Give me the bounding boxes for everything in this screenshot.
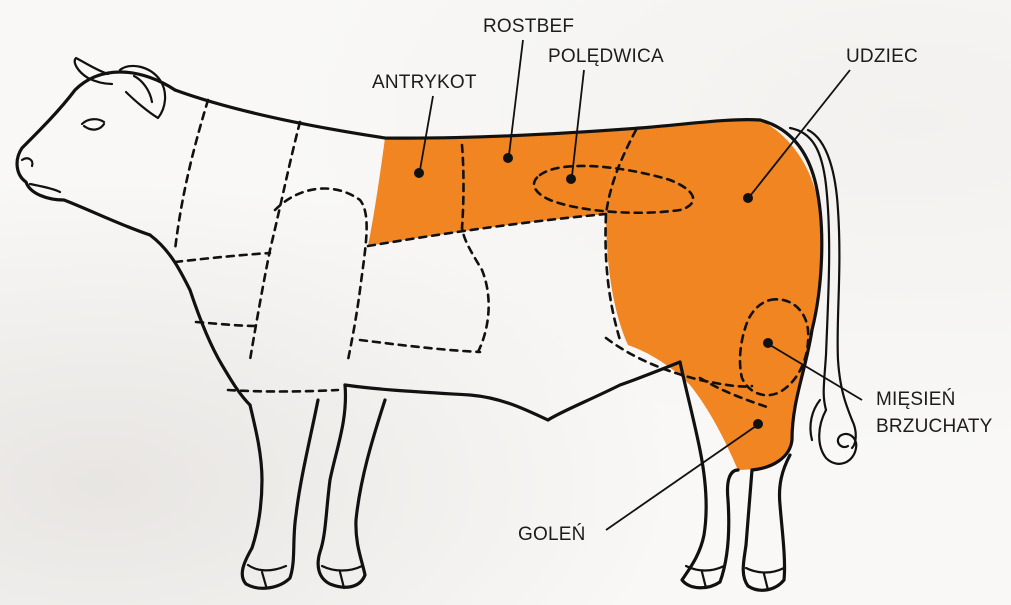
marker-rostbef <box>503 153 513 163</box>
label-golen: GOLEŃ <box>518 524 586 545</box>
cut-line-front-blade <box>275 189 367 360</box>
cow-eye <box>82 119 104 129</box>
cow-neck-front <box>150 235 250 405</box>
cow-tail-tuft <box>810 400 856 464</box>
label-miesien-line1: MIĘSIEŃ <box>876 389 956 410</box>
marker-udziec <box>743 193 753 203</box>
label-poledwica: POLĘDWICA <box>548 46 664 67</box>
cow-front-leg-front <box>242 400 318 588</box>
cut-line-brisket <box>228 390 338 392</box>
cow-front-leg-back <box>318 385 385 587</box>
label-rostbef: ROSTBEF <box>483 16 574 37</box>
cow-ear-inner <box>134 76 152 102</box>
leader-golen <box>606 426 756 530</box>
cut-line-shoulder-mid <box>196 322 258 326</box>
cut-udziec-region <box>606 120 821 470</box>
label-udziec: UDZIEC <box>846 46 918 67</box>
cut-antrykot-rostbef-region <box>368 128 640 246</box>
cow-horn <box>75 58 112 84</box>
marker-golen <box>753 419 763 429</box>
cow-nostril <box>22 158 32 166</box>
cut-line-rib-divider <box>462 145 464 228</box>
marker-antrykot <box>414 168 424 178</box>
cut-line-chuck <box>250 122 300 360</box>
cow-belly <box>345 362 680 420</box>
marker-poledwica <box>566 174 576 184</box>
cow-front-hoof-1 <box>248 565 286 586</box>
label-miesien-line2: BRZUCHATY <box>876 416 993 437</box>
marker-miesien <box>763 338 773 348</box>
cut-line-shoulder-top <box>175 253 270 262</box>
cut-line-plate <box>360 228 489 352</box>
cut-line-neck <box>175 100 208 250</box>
label-antrykot: ANTRYKOT <box>372 72 477 93</box>
